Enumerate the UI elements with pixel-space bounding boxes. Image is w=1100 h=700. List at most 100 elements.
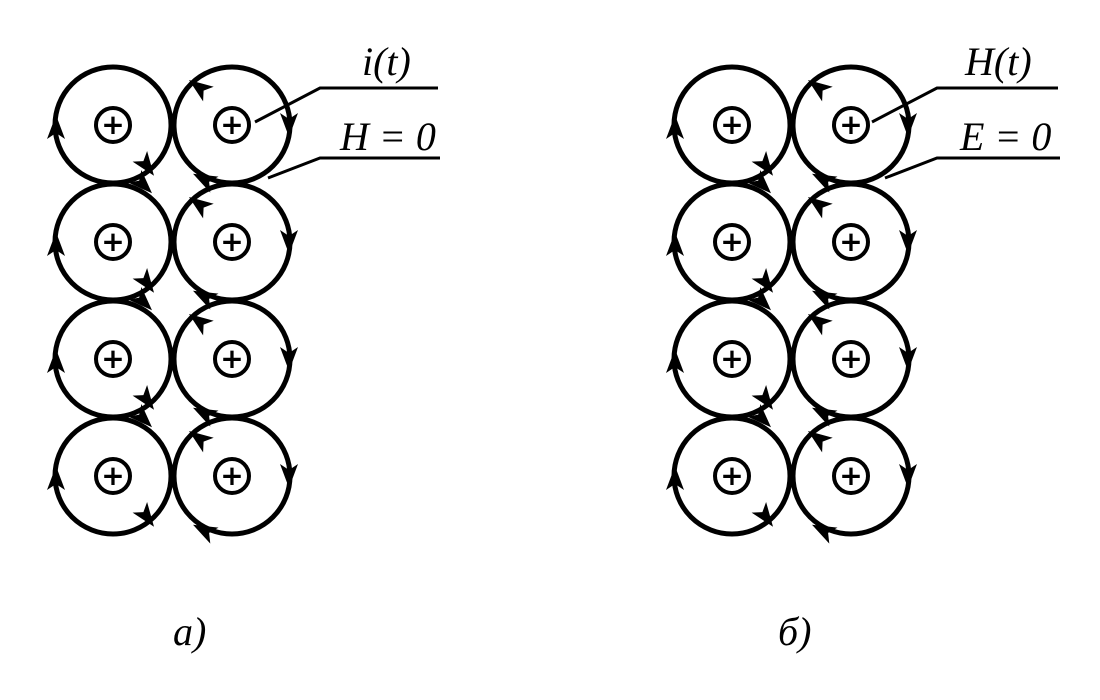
conductor-circle — [94, 106, 132, 144]
conductor-circle — [832, 340, 870, 378]
panel-caption-b: б) — [778, 609, 811, 654]
current-loop: + — [666, 287, 793, 420]
loop-grid-b: + + + + + + + + — [666, 64, 917, 544]
current-direction-symbol: + — [839, 342, 862, 375]
current-loop: + — [666, 64, 793, 186]
leader-line-boundary-a — [267, 156, 440, 180]
conductor-circle — [832, 223, 870, 261]
circulation-arrow — [751, 385, 773, 410]
circulation-arrow — [808, 431, 833, 453]
circulation-arrow — [280, 464, 298, 488]
circulation-arrow — [666, 232, 684, 256]
boundary-label-b: E = 0 — [959, 114, 1051, 159]
current-loop: + — [171, 64, 298, 193]
current-loop: + — [790, 415, 917, 544]
conductor-circle — [713, 340, 751, 378]
current-loop: + — [171, 415, 298, 544]
conductor-circle — [213, 457, 251, 495]
circulation-arrow — [666, 466, 684, 490]
current-direction-symbol: + — [101, 225, 124, 258]
current-loop: + — [47, 170, 174, 303]
conductor-circle — [213, 106, 251, 144]
current-loop: + — [666, 170, 793, 303]
circulation-arrow — [747, 404, 771, 428]
panel-b: + + + + + + + + H(t) E = 0 б) — [666, 39, 1060, 654]
current-direction-symbol: + — [101, 108, 124, 141]
circulation-arrow — [899, 347, 917, 371]
current-direction-symbol: + — [720, 225, 743, 258]
current-direction-symbol: + — [720, 342, 743, 375]
circulation-arrow — [812, 173, 838, 193]
conductor-circle — [94, 340, 132, 378]
leader-line-boundary-b — [884, 156, 1060, 180]
conductor-circle — [94, 457, 132, 495]
source-label-a: i(t) — [362, 39, 411, 84]
circulation-arrow — [666, 349, 684, 373]
current-loop: + — [47, 404, 174, 537]
current-direction-symbol: + — [101, 342, 124, 375]
circulation-arrow — [189, 431, 214, 453]
circulation-arrow — [132, 385, 154, 410]
circulation-arrow — [128, 170, 152, 194]
current-loop: + — [47, 287, 174, 420]
panel-caption-a: а) — [173, 609, 206, 654]
circulation-arrow — [812, 524, 838, 544]
circulation-arrow — [128, 287, 152, 311]
circulation-arrow — [808, 197, 833, 219]
current-direction-symbol: + — [220, 342, 243, 375]
conductor-circle — [832, 106, 870, 144]
current-loop: + — [47, 64, 174, 186]
panel-a: + + + + + + + + i(t) H = 0 а) — [47, 39, 440, 654]
conductor-circle — [713, 106, 751, 144]
current-direction-symbol: + — [839, 459, 862, 492]
circulation-arrow — [280, 113, 298, 137]
current-loop: + — [171, 181, 298, 310]
leader-line-source-b — [871, 86, 1058, 124]
circulation-arrow — [280, 230, 298, 254]
circulation-arrow — [47, 232, 65, 256]
circulation-arrow — [899, 113, 917, 137]
current-loop: + — [666, 404, 793, 537]
circulation-arrow — [132, 151, 154, 176]
current-loop: + — [790, 298, 917, 427]
conductor-circle — [213, 340, 251, 378]
circulation-arrow — [899, 230, 917, 254]
circulation-arrow — [47, 466, 65, 490]
conductor-circle — [713, 457, 751, 495]
circulation-arrow — [189, 80, 214, 102]
circulation-arrow — [193, 173, 219, 193]
source-label-b: H(t) — [964, 39, 1032, 84]
leader-line-source-a — [254, 86, 438, 124]
conductor-circle — [213, 223, 251, 261]
circulation-arrow — [747, 170, 771, 194]
current-direction-symbol: + — [220, 108, 243, 141]
circulation-arrow — [193, 290, 219, 310]
circulation-arrow — [47, 115, 65, 139]
current-direction-symbol: + — [220, 459, 243, 492]
current-direction-symbol: + — [101, 459, 124, 492]
circulation-arrow — [132, 502, 154, 527]
circulation-arrow — [280, 347, 298, 371]
current-direction-symbol: + — [220, 225, 243, 258]
current-direction-symbol: + — [839, 108, 862, 141]
loop-grid-a: + + + + + + + + — [47, 64, 298, 544]
circulation-arrow — [189, 314, 214, 336]
conductor-circle — [832, 457, 870, 495]
circulation-arrow — [47, 349, 65, 373]
circulation-arrow — [808, 80, 833, 102]
circulation-arrow — [747, 287, 771, 311]
circulation-arrow — [193, 524, 219, 544]
current-direction-symbol: + — [839, 225, 862, 258]
current-direction-symbol: + — [720, 108, 743, 141]
circulation-arrow — [751, 502, 773, 527]
current-loop: + — [171, 298, 298, 427]
current-loop: + — [790, 64, 917, 193]
boundary-label-a: H = 0 — [339, 114, 436, 159]
circulation-arrow — [128, 404, 152, 428]
conductor-circle — [713, 223, 751, 261]
conductor-circle — [94, 223, 132, 261]
current-loop: + — [790, 181, 917, 310]
circulation-arrow — [132, 268, 154, 293]
circulation-arrow — [193, 407, 219, 427]
